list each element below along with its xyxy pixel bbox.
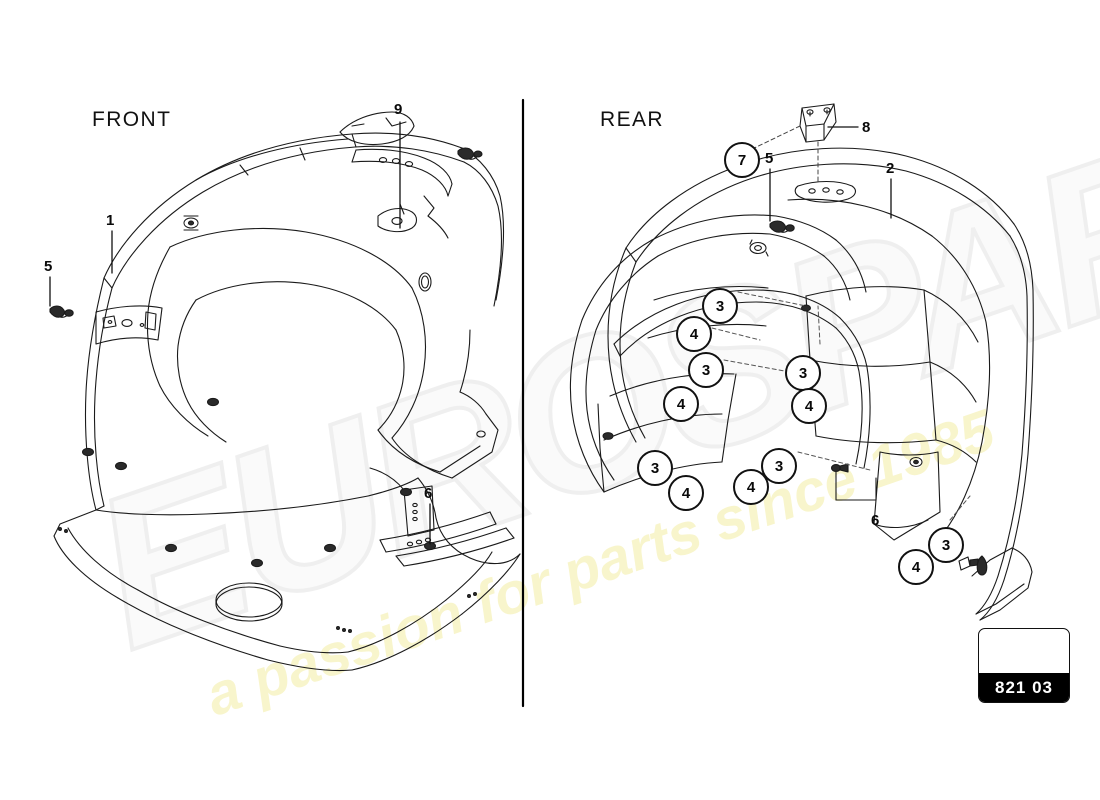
balloon-label: 3 (701, 361, 711, 379)
balloon-label: 3 (715, 297, 725, 315)
balloon-dash-3b (723, 359, 791, 373)
callout-front-5[interactable]: 5 (44, 258, 53, 275)
balloon-3b[interactable]: 3 (688, 352, 724, 388)
balloon-3f[interactable]: 3 (928, 527, 964, 563)
callout-rear-5[interactable]: 5 (765, 150, 774, 167)
balloon-4b[interactable]: 4 (663, 386, 699, 422)
balloon-dash-3a (737, 291, 807, 307)
front-clip-part (49, 305, 74, 318)
rear-section-title: REAR (600, 108, 664, 131)
balloon-dash-4a (711, 327, 761, 341)
part-number-box: 821 03 (978, 628, 1070, 703)
rear-fastener-part-6 (830, 463, 877, 501)
balloon-label: 4 (681, 484, 691, 502)
balloon-4d[interactable]: 4 (668, 475, 704, 511)
balloon-label: 3 (798, 364, 808, 382)
balloon-dash-3f (949, 495, 971, 521)
balloon-label: 4 (804, 397, 814, 415)
rear-wheel-housing-liner (569, 147, 1034, 621)
balloon-label: 3 (941, 536, 951, 554)
balloon-4c[interactable]: 4 (791, 388, 827, 424)
callout-front-6[interactable]: 6 (424, 485, 433, 502)
balloon-4f[interactable]: 4 (898, 549, 934, 585)
balloon-3a[interactable]: 3 (702, 288, 738, 324)
balloon-dash-3c (817, 305, 821, 345)
rear-clip-part-5 (769, 220, 795, 233)
part-number-value: 821 03 (979, 673, 1069, 702)
balloon-dash-3e (797, 451, 871, 471)
balloon-4e[interactable]: 4 (733, 469, 769, 505)
balloon-4a[interactable]: 4 (676, 316, 712, 352)
balloon-label: 3 (774, 457, 784, 475)
front-small-clip-part (457, 147, 483, 160)
balloon-label: 3 (650, 459, 660, 477)
balloon-label: 7 (737, 151, 747, 169)
callout-front-9[interactable]: 9 (394, 101, 403, 118)
front-section-title: FRONT (92, 108, 172, 131)
callout-front-1[interactable]: 1 (106, 212, 115, 229)
callout-rear-2[interactable]: 2 (886, 160, 895, 177)
balloon-label: 4 (911, 558, 921, 576)
balloon-label: 4 (689, 325, 699, 343)
front-wheel-housing-liner (53, 111, 521, 672)
balloon-label: 4 (676, 395, 686, 413)
rear-fastener-pair-bottom (958, 555, 988, 576)
balloon-7[interactable]: 7 (724, 142, 760, 178)
callout-rear-8[interactable]: 8 (862, 119, 871, 136)
callout-rear-6[interactable]: 6 (871, 512, 880, 529)
balloon-label: 4 (746, 478, 756, 496)
balloon-3d[interactable]: 3 (637, 450, 673, 486)
